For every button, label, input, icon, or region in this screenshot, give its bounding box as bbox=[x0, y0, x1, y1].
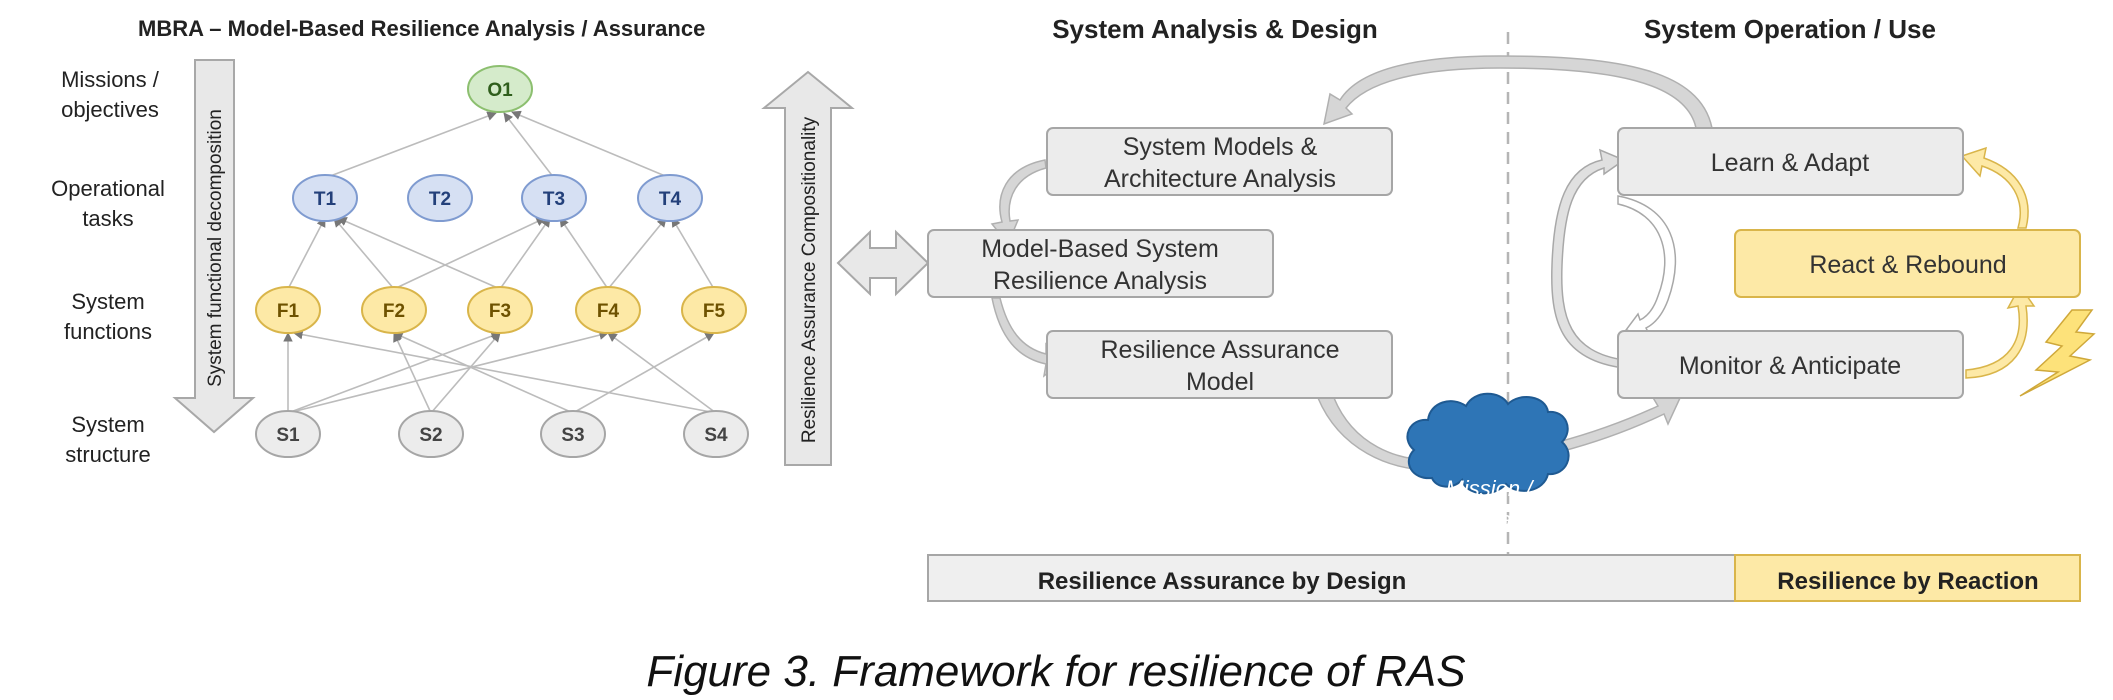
node-task-t4: T4 bbox=[637, 174, 703, 222]
node-function-f3: F3 bbox=[467, 286, 533, 334]
node-shape bbox=[467, 286, 533, 334]
header-design: System Analysis & Design bbox=[1052, 14, 1378, 44]
compositionality-arrow: Resilience Assurance Compositionality bbox=[761, 70, 855, 466]
node-shape bbox=[361, 286, 427, 334]
level-missions-line2: objectives bbox=[61, 97, 159, 122]
box-assurance-line2: Model bbox=[1186, 368, 1254, 396]
box-system-models-line2: Architecture Analysis bbox=[1104, 165, 1336, 193]
node-shape bbox=[255, 410, 321, 458]
node-function-f2: F2 bbox=[361, 286, 427, 334]
node-structure-s4: S4 bbox=[683, 410, 749, 458]
node-shape bbox=[540, 410, 606, 458]
node-label: S2 bbox=[419, 425, 442, 446]
box-react-rebound: React & Rebound bbox=[1734, 229, 2081, 298]
bidirectional-arrow bbox=[836, 229, 930, 297]
node-function-f5: F5 bbox=[681, 286, 747, 334]
node-shape bbox=[292, 174, 358, 222]
node-label: T4 bbox=[659, 189, 682, 210]
node-shape bbox=[255, 286, 321, 334]
level-tasks-line1: Operational bbox=[51, 176, 165, 201]
level-functions-line2: functions bbox=[64, 319, 152, 344]
level-functions-line1: System bbox=[71, 289, 144, 314]
box-resilience-assurance-model: Resilience Assurance Model bbox=[1046, 330, 1393, 399]
mission-cloud bbox=[1406, 392, 1570, 495]
node-shape bbox=[407, 174, 473, 222]
box-system-models-line1: System Models & bbox=[1123, 133, 1318, 161]
decomposition-label: System functional decomposition bbox=[205, 109, 226, 387]
node-label: S4 bbox=[704, 425, 728, 446]
node-label: F5 bbox=[703, 301, 726, 322]
node-label: F4 bbox=[597, 301, 620, 322]
bar-design-label: Resilience Assurance by Design bbox=[1038, 568, 1407, 595]
mbra-title: MBRA – Model-Based Resilience Analysis /… bbox=[138, 16, 705, 41]
box-mbsra-line1: Model-Based System bbox=[981, 235, 1219, 263]
node-structure-s2: S2 bbox=[398, 410, 464, 458]
node-shape bbox=[575, 286, 641, 334]
bar-reaction-label: Resilience by Reaction bbox=[1777, 568, 2038, 595]
decomposition-arrow: System functional decomposition bbox=[172, 59, 256, 434]
node-label: O1 bbox=[487, 80, 513, 101]
node-shape bbox=[467, 65, 533, 113]
node-shape bbox=[683, 410, 749, 458]
node-structure-s1: S1 bbox=[255, 410, 321, 458]
box-system-models: System Models & Architecture Analysis bbox=[1046, 127, 1393, 196]
box-monitor-anticipate: Monitor & Anticipate bbox=[1617, 330, 1964, 399]
node-shape bbox=[398, 410, 464, 458]
node-shape bbox=[637, 174, 703, 222]
node-task-t3: T3 bbox=[521, 174, 587, 222]
node-objective-o1: O1 bbox=[467, 65, 533, 113]
node-label: T2 bbox=[429, 189, 451, 210]
cloud-line1: Mission / bbox=[1446, 476, 1535, 501]
bar-by-reaction: Resilience by Reaction bbox=[1734, 554, 2081, 602]
node-edges bbox=[283, 110, 717, 414]
node-label: S3 bbox=[561, 425, 584, 446]
box-monitor-label: Monitor & Anticipate bbox=[1679, 352, 1901, 380]
node-label: T1 bbox=[314, 189, 337, 210]
node-structure-s3: S3 bbox=[540, 410, 606, 458]
box-mbsra-line2: Resilience Analysis bbox=[993, 267, 1207, 295]
level-structure-line1: System bbox=[71, 412, 144, 437]
level-structure-line2: structure bbox=[65, 442, 151, 467]
node-task-t2: T2 bbox=[407, 174, 473, 222]
level-labels: Missions / objectives Operational tasks … bbox=[51, 67, 165, 467]
node-label: F1 bbox=[277, 301, 300, 322]
node-function-f4: F4 bbox=[575, 286, 641, 334]
box-react-label: React & Rebound bbox=[1809, 251, 2006, 279]
level-tasks-line2: tasks bbox=[82, 206, 133, 231]
node-label: S1 bbox=[276, 425, 300, 446]
node-label: F3 bbox=[489, 301, 511, 322]
box-mbsra: Model-Based System Resilience Analysis bbox=[927, 229, 1274, 298]
compositionality-label: Resilience Assurance Compositionality bbox=[799, 116, 820, 443]
node-label: T3 bbox=[543, 189, 565, 210]
node-function-f1: F1 bbox=[255, 286, 321, 334]
node-label: F2 bbox=[383, 301, 405, 322]
box-assurance-line1: Resilience Assurance bbox=[1100, 336, 1339, 364]
box-learn-adapt: Learn & Adapt bbox=[1617, 127, 1964, 196]
node-task-t1: T1 bbox=[292, 174, 358, 222]
node-shape bbox=[521, 174, 587, 222]
level-missions-line1: Missions / bbox=[61, 67, 160, 92]
node-shape bbox=[681, 286, 747, 334]
box-learn-label: Learn & Adapt bbox=[1711, 149, 1870, 177]
header-operation: System Operation / Use bbox=[1644, 14, 1936, 44]
cloud-line2: Use case bbox=[1443, 507, 1535, 532]
bar-by-design: Resilience Assurance by Design bbox=[927, 554, 1736, 602]
figure-caption: Figure 3. Framework for resilience of RA… bbox=[646, 647, 1465, 696]
lightning-icon bbox=[2019, 309, 2096, 397]
